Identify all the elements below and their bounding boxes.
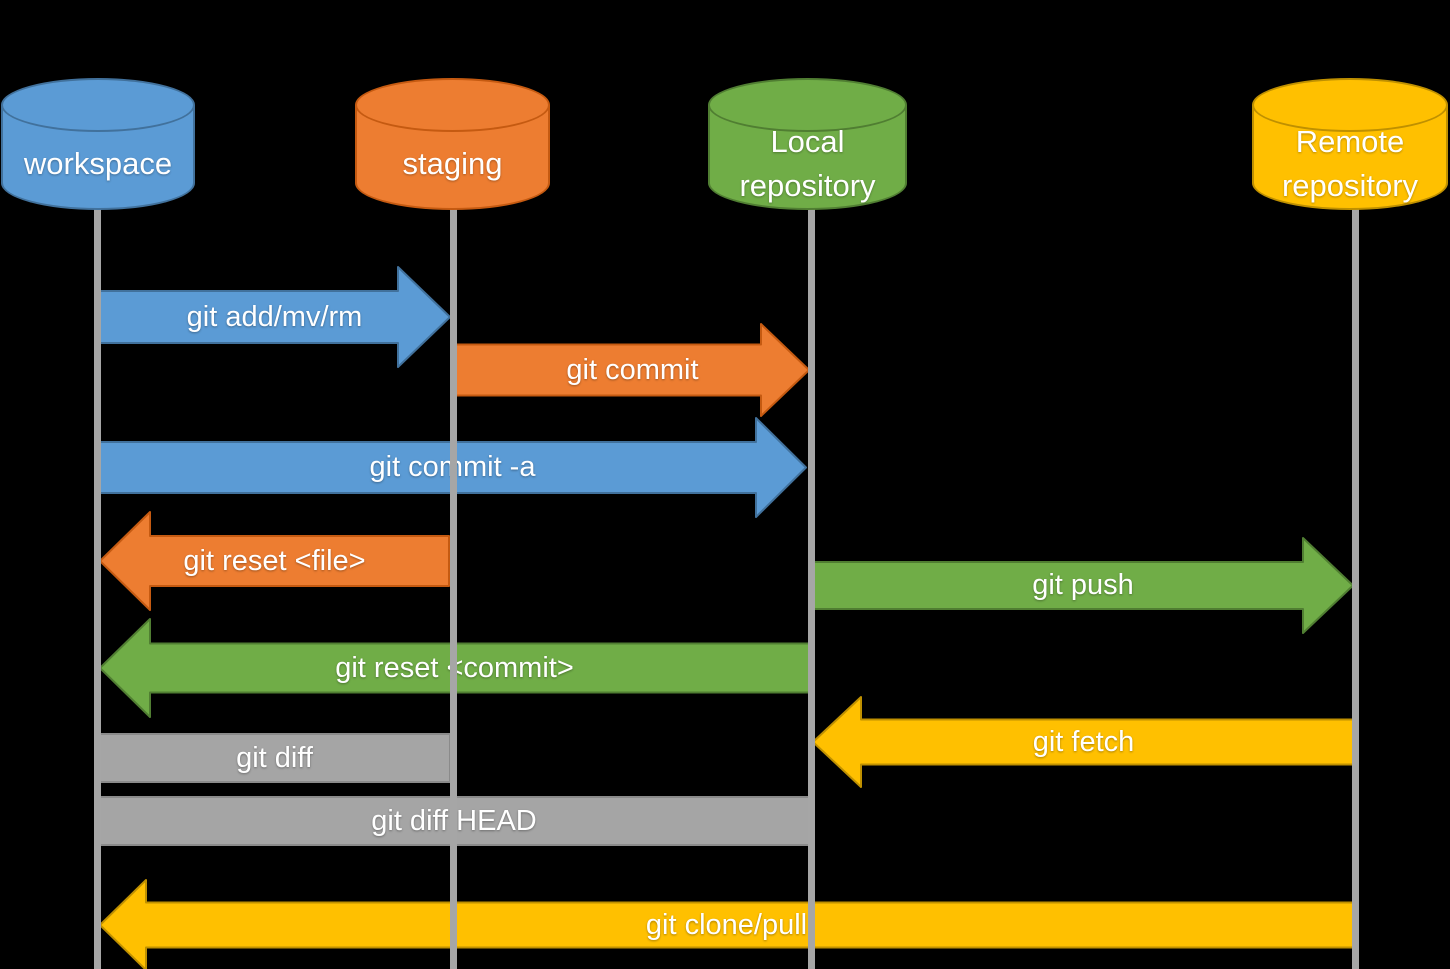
arrow-git-commit: git commit [455,323,810,417]
arrow-git-add-mv-rm: git add/mv/rm [98,266,451,368]
cylinder-top-icon [708,78,907,132]
arrow-git-reset-file-label: git reset <file> [183,544,366,577]
arrow-git-fetch: git fetch [812,696,1355,788]
node-workspace: workspace [1,78,195,210]
lifeline-workspace [93,208,101,969]
arrow-git-clone-pull-label: git clone/pull [645,908,808,941]
rect-git-diff: git diff [98,733,451,783]
node-staging-label: staging [402,146,503,181]
cylinder-top-icon [1252,78,1448,132]
arrow-git-push: git push [812,536,1354,634]
cylinder-top-icon [355,78,550,132]
arrow-git-clone-pull: git clone/pull [99,879,1354,969]
lifeline-staging [449,208,457,969]
cylinder-top-icon [1,78,195,132]
lifeline-local-repository [807,208,815,969]
arrow-git-commit-label: git commit [566,353,699,386]
node-workspace-label: workspace [23,146,173,181]
node-staging: staging [355,78,550,210]
arrow-git-push-label: git push [1032,568,1134,601]
arrow-git-add-mv-rm-label: git add/mv/rm [186,300,363,333]
rect-git-diff-label: git diff [236,741,313,774]
arrow-git-reset-file: git reset <file> [99,511,450,611]
arrow-git-fetch-label: git fetch [1032,725,1135,758]
lifeline-remote-repository [1351,208,1359,969]
